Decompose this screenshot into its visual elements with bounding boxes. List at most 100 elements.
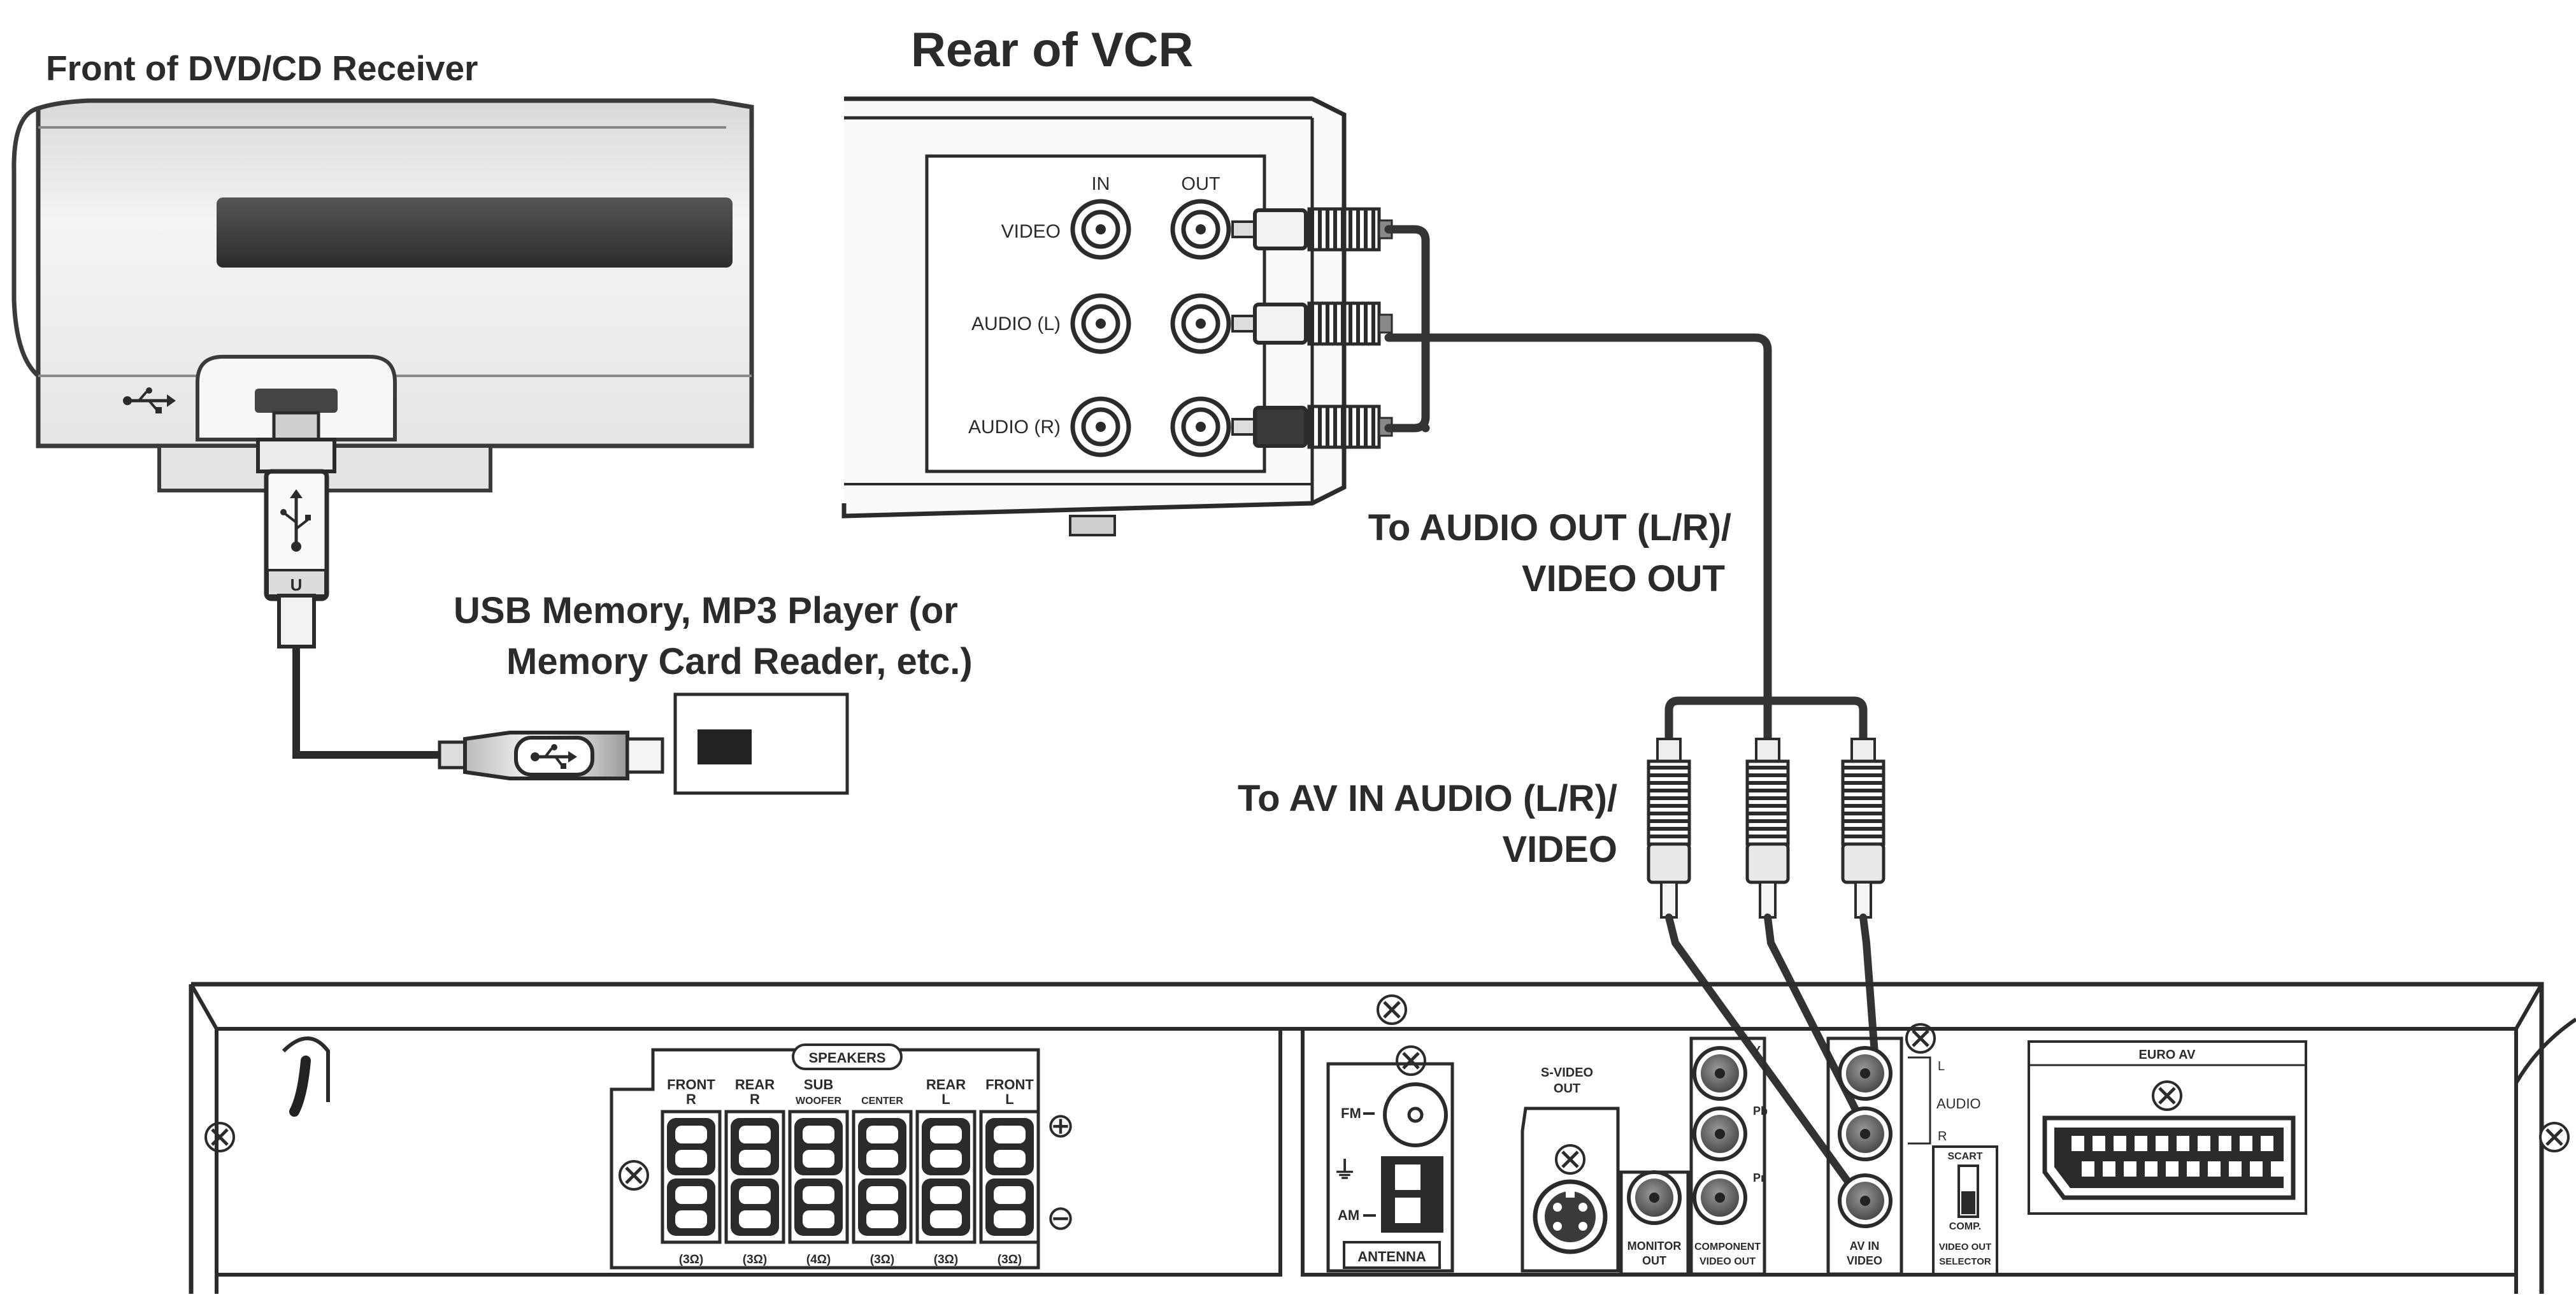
caption-vcr-rear: Rear of VCR: [911, 23, 1194, 77]
caption-vcr-out-line2: VIDEO OUT: [1521, 558, 1725, 599]
antenna-terminals: FM ⏚ AM ANTENNA: [1326, 1062, 1454, 1273]
av-in-audio-r-jack: [1838, 1107, 1893, 1161]
display-window: [217, 197, 733, 268]
vcr-jack-out-audio-r: [1170, 396, 1231, 457]
memory-card-slot: [698, 729, 752, 764]
screw-icon: [2539, 1122, 2570, 1152]
fm-label: FM: [1341, 1105, 1361, 1121]
speaker-col-label-2: R: [750, 1091, 760, 1107]
speaker-col-label-2: WOOFER: [796, 1096, 841, 1107]
caption-av-in-line2: VIDEO: [1502, 829, 1618, 870]
speaker-col-label-1: FRONT: [667, 1077, 715, 1093]
caption-av-in-line1: To AV IN AUDIO (L/R)/: [1237, 778, 1617, 819]
component-label-2: VIDEO OUT: [1699, 1256, 1756, 1267]
audio-label: AUDIO: [1936, 1096, 1981, 1112]
usb-device: [438, 692, 849, 795]
screw-icon: [619, 1160, 649, 1191]
vcr-row-audio-l: AUDIO (L): [971, 313, 1061, 334]
speaker-col-label-1: REAR: [735, 1077, 775, 1093]
monitor-label-2: OUT: [1642, 1254, 1666, 1267]
caption-usb-line2: Memory Card Reader, etc.): [506, 641, 973, 682]
monitor-label-1: MONITOR: [1628, 1240, 1682, 1252]
antenna-label: ANTENNA: [1357, 1249, 1426, 1265]
speaker-col-label-2: R: [686, 1091, 696, 1107]
vcr-jack-in-audio-r: [1070, 396, 1131, 457]
audio-l-label: L: [1938, 1059, 1945, 1073]
euro-av-label: EURO AV: [2139, 1048, 2196, 1062]
selector-label-2: SELECTOR: [1939, 1256, 1991, 1267]
speaker-col-label-2: CENTER: [861, 1096, 903, 1107]
usb-port: [255, 389, 338, 413]
av-in-audio-l-jack: [1838, 1046, 1893, 1101]
vcr-row-audio-r: AUDIO (R): [968, 417, 1061, 438]
screw-icon: [1377, 994, 1407, 1025]
plus-sign: ⊕: [1046, 1107, 1075, 1145]
monitor-out-jack: [1627, 1170, 1682, 1225]
screw-icon: [1905, 1023, 1936, 1054]
screw-icon: [1555, 1144, 1585, 1175]
video-outputs: MONITOR OUT COMPONENT VIDEO OUT Y Pb Pr: [1619, 1036, 1893, 1276]
am-label: AM: [1338, 1207, 1359, 1223]
screw-icon: [2152, 1080, 2182, 1111]
vcr-jack-out-audio-l: [1170, 293, 1231, 354]
usb-symbol-icon: [123, 387, 176, 413]
caption-usb-line1: USB Memory, MP3 Player (or: [454, 590, 958, 631]
av-in-label-1: AV IN: [1850, 1240, 1880, 1252]
component-pr-jack: [1692, 1170, 1747, 1225]
caption-dvd-front: Front of DVD/CD Receiver: [46, 48, 478, 88]
comp-label: COMP.: [1949, 1221, 1981, 1232]
caption-vcr-out-line1: To AUDIO OUT (L/R)/: [1368, 507, 1731, 548]
av-in-plug-2: [1745, 738, 1790, 919]
vcr-jack-out-video: [1170, 199, 1231, 260]
speaker-col-label-2: L: [941, 1091, 950, 1107]
comp-y-label: Y: [1753, 1044, 1761, 1057]
vcr-plug-video: [1231, 207, 1393, 252]
av-in-rca-plugs: [1647, 738, 1885, 919]
scart-label: SCART: [1947, 1151, 1982, 1162]
vcr-plug-audio-r: [1231, 405, 1393, 449]
speaker-impedance: (3Ω): [870, 1253, 894, 1266]
screw-icon: [204, 1122, 235, 1152]
component-pb-jack: [1692, 1107, 1747, 1161]
component-label-1: COMPONENT: [1694, 1242, 1761, 1252]
video-out-selector: SCART COMP. VIDEO OUT SELECTOR: [1932, 1145, 1998, 1275]
speaker-impedance: (3Ω): [679, 1253, 703, 1266]
speakers-title: SPEAKERS: [808, 1050, 885, 1066]
speaker-impedance: (4Ω): [806, 1253, 831, 1266]
speaker-terminals: SPEAKERS FRONTR(3Ω)REARR(3Ω)SUBWOOFER(4Ω…: [610, 1043, 1075, 1270]
vcr-col-out: OUT: [1181, 174, 1220, 194]
speaker-col-label-1: FRONT: [985, 1077, 1034, 1093]
vcr-col-in: IN: [1092, 174, 1110, 194]
speaker-terminal-col-4: CENTER (3Ω): [852, 1096, 913, 1266]
speaker-col-label-2: L: [1005, 1091, 1013, 1107]
selector-label-1: VIDEO OUT: [1939, 1242, 1992, 1252]
usb-plug-symbol-icon: [280, 489, 311, 552]
speaker-impedance: (3Ω): [934, 1253, 958, 1266]
dvd-receiver-front: [11, 98, 754, 492]
audio-r-label: R: [1938, 1129, 1947, 1143]
ground-symbol-icon: ⏚: [1333, 1157, 1357, 1184]
speaker-impedance: (3Ω): [998, 1253, 1022, 1266]
speaker-col-label-1: SUB: [804, 1077, 833, 1093]
s-video-out: S-VIDEO OUT: [1521, 1066, 1620, 1273]
s-video-label-2: OUT: [1554, 1082, 1580, 1096]
component-y-jack: [1692, 1046, 1747, 1101]
comp-pb-label: Pb: [1753, 1105, 1768, 1117]
speaker-col-label-1: REAR: [926, 1077, 966, 1093]
comp-pr-label: Pr: [1753, 1172, 1765, 1184]
usb-plug-letter: U: [290, 575, 303, 594]
dvd-receiver-rear: SPEAKERS FRONTR(3Ω)REARR(3Ω)SUBWOOFER(4Ω…: [189, 982, 2576, 1294]
av-in-plug-1: [1647, 738, 1691, 919]
av-in-section: AV IN VIDEO AUDIO L R: [1826, 1036, 1981, 1276]
vcr-jack-in-audio-l: [1070, 293, 1131, 354]
minus-sign: ⊖: [1046, 1199, 1075, 1237]
av-in-plug-3: [1841, 738, 1885, 919]
av-cables: [1384, 225, 1868, 743]
vcr-rca-plugs: [1231, 207, 1393, 449]
euro-av-scart: EURO AV: [2028, 1040, 2307, 1215]
